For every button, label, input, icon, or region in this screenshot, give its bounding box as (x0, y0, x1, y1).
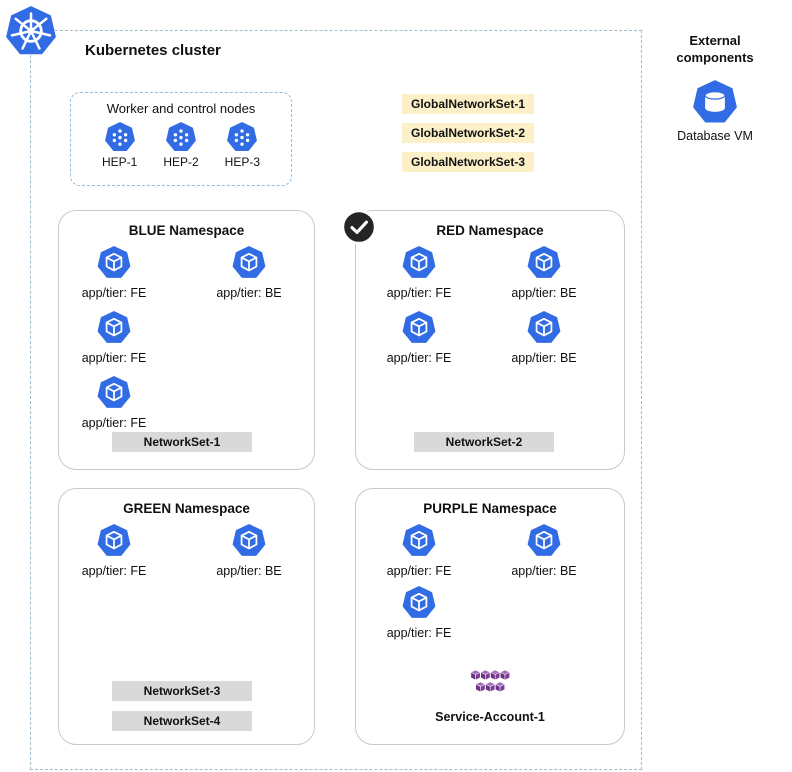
pod-icon (402, 586, 436, 619)
pod: app/tier: FE (69, 246, 159, 300)
namespace-blue: BLUE Namespace app/tier: FE app/tier: BE… (58, 210, 315, 470)
database-vm-label: Database VM (677, 128, 753, 143)
pod: app/tier: FE (69, 524, 159, 578)
pod: app/tier: FE (374, 524, 464, 578)
check-icon (341, 209, 377, 245)
pod: app/tier: FE (374, 586, 464, 640)
pod-label: app/tier: FE (81, 351, 147, 365)
global-network-sets: GlobalNetworkSet-1 GlobalNetworkSet-2 Gl… (402, 94, 535, 172)
pod-label: app/tier: BE (511, 286, 577, 300)
network-set-label: NetworkSet-3 (112, 681, 252, 701)
cluster-title: Kubernetes cluster (85, 42, 221, 59)
namespace-title: BLUE Namespace (128, 223, 245, 238)
pod-icon (232, 524, 266, 557)
pod-icon (527, 246, 561, 279)
pod-icon (527, 524, 561, 557)
namespace-title: PURPLE Namespace (423, 501, 557, 516)
network-set-label: NetworkSet-2 (414, 432, 554, 452)
pod-label: app/tier: FE (386, 564, 452, 578)
worker-box-title: Worker and control nodes (106, 101, 256, 116)
pod: app/tier: BE (499, 246, 589, 300)
pod-label: app/tier: FE (386, 351, 452, 365)
host-endpoint: HEP-1 (102, 122, 137, 169)
kubernetes-logo-icon (6, 6, 56, 56)
pod-icon (402, 246, 436, 279)
pod: app/tier: FE (374, 246, 464, 300)
pod-icon (97, 524, 131, 557)
pod-label: app/tier: FE (81, 286, 147, 300)
node-label: HEP-3 (224, 155, 261, 169)
pod-label: app/tier: BE (216, 286, 282, 300)
network-set-label: NetworkSet-4 (112, 711, 252, 731)
pod: app/tier: BE (499, 524, 589, 578)
pod-label: app/tier: FE (81, 564, 147, 578)
pod-icon (527, 311, 561, 344)
external-components: External components Database VM (658, 33, 772, 143)
global-network-set-label: GlobalNetworkSet-3 (402, 152, 535, 172)
pod-label: app/tier: FE (386, 626, 452, 640)
pod-label: app/tier: BE (511, 351, 577, 365)
namespace-green: GREEN Namespace app/tier: FE app/tier: B… (58, 488, 315, 745)
database-vm-icon (693, 80, 737, 124)
node-label: HEP-2 (163, 155, 199, 169)
namespace-red: RED Namespace app/tier: FE app/tier: BE … (355, 210, 625, 470)
namespace-title: GREEN Namespace (123, 501, 250, 516)
pod-icon (402, 311, 436, 344)
node-icon (166, 122, 196, 152)
kubernetes-cluster-boundary (30, 30, 642, 770)
service-account: Service-Account-1 (356, 669, 624, 724)
network-set-label: NetworkSet-1 (112, 432, 252, 452)
pod: app/tier: FE (69, 311, 159, 365)
node-label: HEP-1 (101, 155, 138, 169)
service-account-label: Service-Account-1 (435, 710, 545, 724)
pod-label: app/tier: FE (81, 416, 147, 430)
pod-icon (97, 311, 131, 344)
pod-icon (97, 376, 131, 409)
pod-label: app/tier: BE (511, 564, 577, 578)
node-icon (105, 122, 135, 152)
pod: app/tier: BE (204, 246, 294, 300)
pod-label: app/tier: FE (386, 286, 452, 300)
pod: app/tier: FE (69, 376, 159, 430)
pod: app/tier: BE (204, 524, 294, 578)
node-icon (227, 122, 257, 152)
host-endpoint: HEP-2 (163, 122, 199, 169)
namespace-title: RED Namespace (436, 223, 544, 238)
pod: app/tier: FE (374, 311, 464, 365)
worker-nodes-box: Worker and control nodes HEP-1 HEP-2 HEP… (70, 92, 292, 186)
service-account-icon (469, 669, 511, 700)
pod-label: app/tier: BE (216, 564, 282, 578)
pod-icon (97, 246, 131, 279)
pod-icon (402, 524, 436, 557)
pod-icon (232, 246, 266, 279)
namespace-purple: PURPLE Namespace app/tier: FE app/tier: … (355, 488, 625, 745)
external-components-title: External components (676, 33, 754, 65)
worker-nodes-row: HEP-1 HEP-2 HEP-3 (71, 122, 291, 169)
pod: app/tier: BE (499, 311, 589, 365)
global-network-set-label: GlobalNetworkSet-2 (402, 123, 535, 143)
host-endpoint: HEP-3 (225, 122, 260, 169)
global-network-set-label: GlobalNetworkSet-1 (402, 94, 535, 114)
